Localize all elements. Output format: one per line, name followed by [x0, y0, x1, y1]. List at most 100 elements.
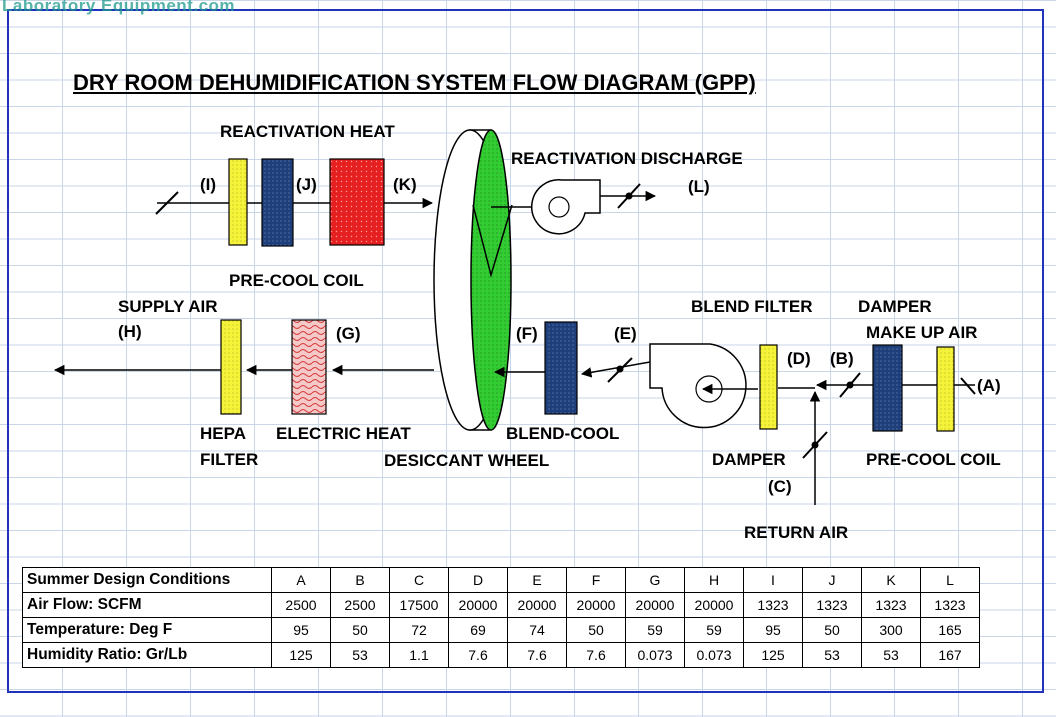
table-cell: 72 [389, 617, 449, 643]
table-cell: 2500 [330, 592, 390, 618]
label-damper-top: DAMPER [858, 297, 932, 316]
table-cell: 1323 [861, 592, 921, 618]
make-up-damper-a [960, 377, 976, 395]
table-header-cell: C [389, 567, 449, 593]
label-point-f: (F) [516, 324, 538, 343]
label-supply-air: SUPPLY AIR [118, 297, 218, 316]
reactivation-heater [329, 158, 385, 246]
make-up-damper-pivot [846, 381, 854, 389]
make-up-filter [936, 346, 955, 432]
table-header-cell: J [802, 567, 862, 593]
table-row-label: Temperature: Deg F [22, 617, 272, 643]
desiccant-wheel-face [470, 129, 512, 431]
table-cell: 20000 [507, 592, 567, 618]
table-cell: 167 [920, 642, 980, 668]
table-cell: 69 [448, 617, 508, 643]
label-blend-cool: BLEND-COOL [506, 424, 620, 443]
table-header-cell: B [330, 567, 390, 593]
table-cell: 0.073 [625, 642, 685, 668]
table-header-cell: A [271, 567, 331, 593]
reactivation-fan-hub [548, 196, 570, 218]
return-damper-pivot [811, 441, 819, 449]
label-filter: FILTER [200, 450, 259, 469]
table-header-cell: G [625, 567, 685, 593]
table-cell: 50 [330, 617, 390, 643]
label-point-a: (A) [977, 376, 1001, 395]
table-cell: 17500 [389, 592, 449, 618]
table-cell: 59 [684, 617, 744, 643]
table-cell: 20000 [625, 592, 685, 618]
table-cell: 1323 [743, 592, 803, 618]
table-row-label: Humidity Ratio: Gr/Lb [22, 642, 272, 668]
table-cell: 7.6 [448, 642, 508, 668]
design-conditions-table: Summer Design Conditions A B C D E F G H… [22, 567, 980, 668]
table-cell: 125 [743, 642, 803, 668]
label-point-d: (D) [787, 349, 811, 368]
electric-heater [291, 319, 327, 415]
table-cell: 165 [920, 617, 980, 643]
reactivation-inlet-damper [155, 191, 179, 215]
table-header-cell: K [861, 567, 921, 593]
table-cell: 0.073 [684, 642, 744, 668]
label-point-b: (B) [830, 349, 854, 368]
label-point-j: (J) [296, 175, 317, 194]
make-up-pre-cool-coil [872, 344, 903, 432]
table-header-cell: F [566, 567, 626, 593]
table-header-cell: H [684, 567, 744, 593]
label-hepa: HEPA [200, 424, 246, 443]
label-make-up-air: MAKE UP AIR [866, 323, 978, 342]
table-cell: 7.6 [507, 642, 567, 668]
table-cell: 50 [566, 617, 626, 643]
table-row-label: Air Flow: SCFM [22, 592, 272, 618]
label-desiccant-wheel: DESICCANT WHEEL [384, 451, 550, 470]
table-cell: 95 [271, 617, 331, 643]
table-cell: 50 [802, 617, 862, 643]
reactivation-damper-pivot [625, 192, 633, 200]
label-electric-heat: ELECTRIC HEAT [276, 424, 411, 443]
label-return-air: RETURN AIR [744, 523, 849, 542]
table-cell: 53 [330, 642, 390, 668]
label-point-g: (G) [336, 324, 361, 343]
table-header-cell: E [507, 567, 567, 593]
table-header-row: Summer Design Conditions A B C D E F G H… [22, 567, 980, 593]
label-point-l: (L) [688, 177, 710, 196]
table-cell: 1323 [920, 592, 980, 618]
label-pre-cool-coil-bottom: PRE-COOL COIL [866, 450, 1001, 469]
blend-filter [759, 344, 778, 430]
table-row: Temperature: Deg F 95 50 72 69 74 50 59 … [22, 617, 980, 643]
table-cell: 1323 [802, 592, 862, 618]
diagram-frame [7, 9, 1044, 693]
table-header-cell: D [448, 567, 508, 593]
desiccant-wheel-segment [472, 204, 513, 278]
label-pre-cool-coil-top: PRE-COOL COIL [229, 271, 364, 290]
table-cell: 2500 [271, 592, 331, 618]
label-reactivation-discharge: REACTIVATION DISCHARGE [511, 149, 743, 168]
table-row: Air Flow: SCFM 2500 2500 17500 20000 200… [22, 592, 980, 618]
table-header-cell: L [920, 567, 980, 593]
table-header-cell: I [743, 567, 803, 593]
table-cell: 20000 [448, 592, 508, 618]
table-row: Humidity Ratio: Gr/Lb 125 53 1.1 7.6 7.6… [22, 642, 980, 668]
table-cell: 53 [802, 642, 862, 668]
table-cell: 59 [625, 617, 685, 643]
table-cell: 300 [861, 617, 921, 643]
label-blend-filter: BLEND FILTER [691, 297, 813, 316]
label-point-e: (E) [614, 324, 637, 343]
watermark: Laboratory Equipment.com [2, 0, 236, 15]
table-cell: 74 [507, 617, 567, 643]
label-point-c: (C) [768, 477, 792, 496]
table-header-cell: Summer Design Conditions [22, 567, 272, 593]
table-cell: 95 [743, 617, 803, 643]
label-point-i: (I) [200, 175, 217, 194]
table-cell: 1.1 [389, 642, 449, 668]
process-fan-outlet [580, 361, 651, 378]
table-cell: 53 [861, 642, 921, 668]
table-cell: 7.6 [566, 642, 626, 668]
table-cell: 20000 [684, 592, 744, 618]
label-point-k: (K) [393, 175, 417, 194]
blend-cool-coil [544, 321, 578, 415]
table-cell: 20000 [566, 592, 626, 618]
reactivation-filter [228, 158, 248, 246]
hepa-filter [220, 319, 242, 415]
